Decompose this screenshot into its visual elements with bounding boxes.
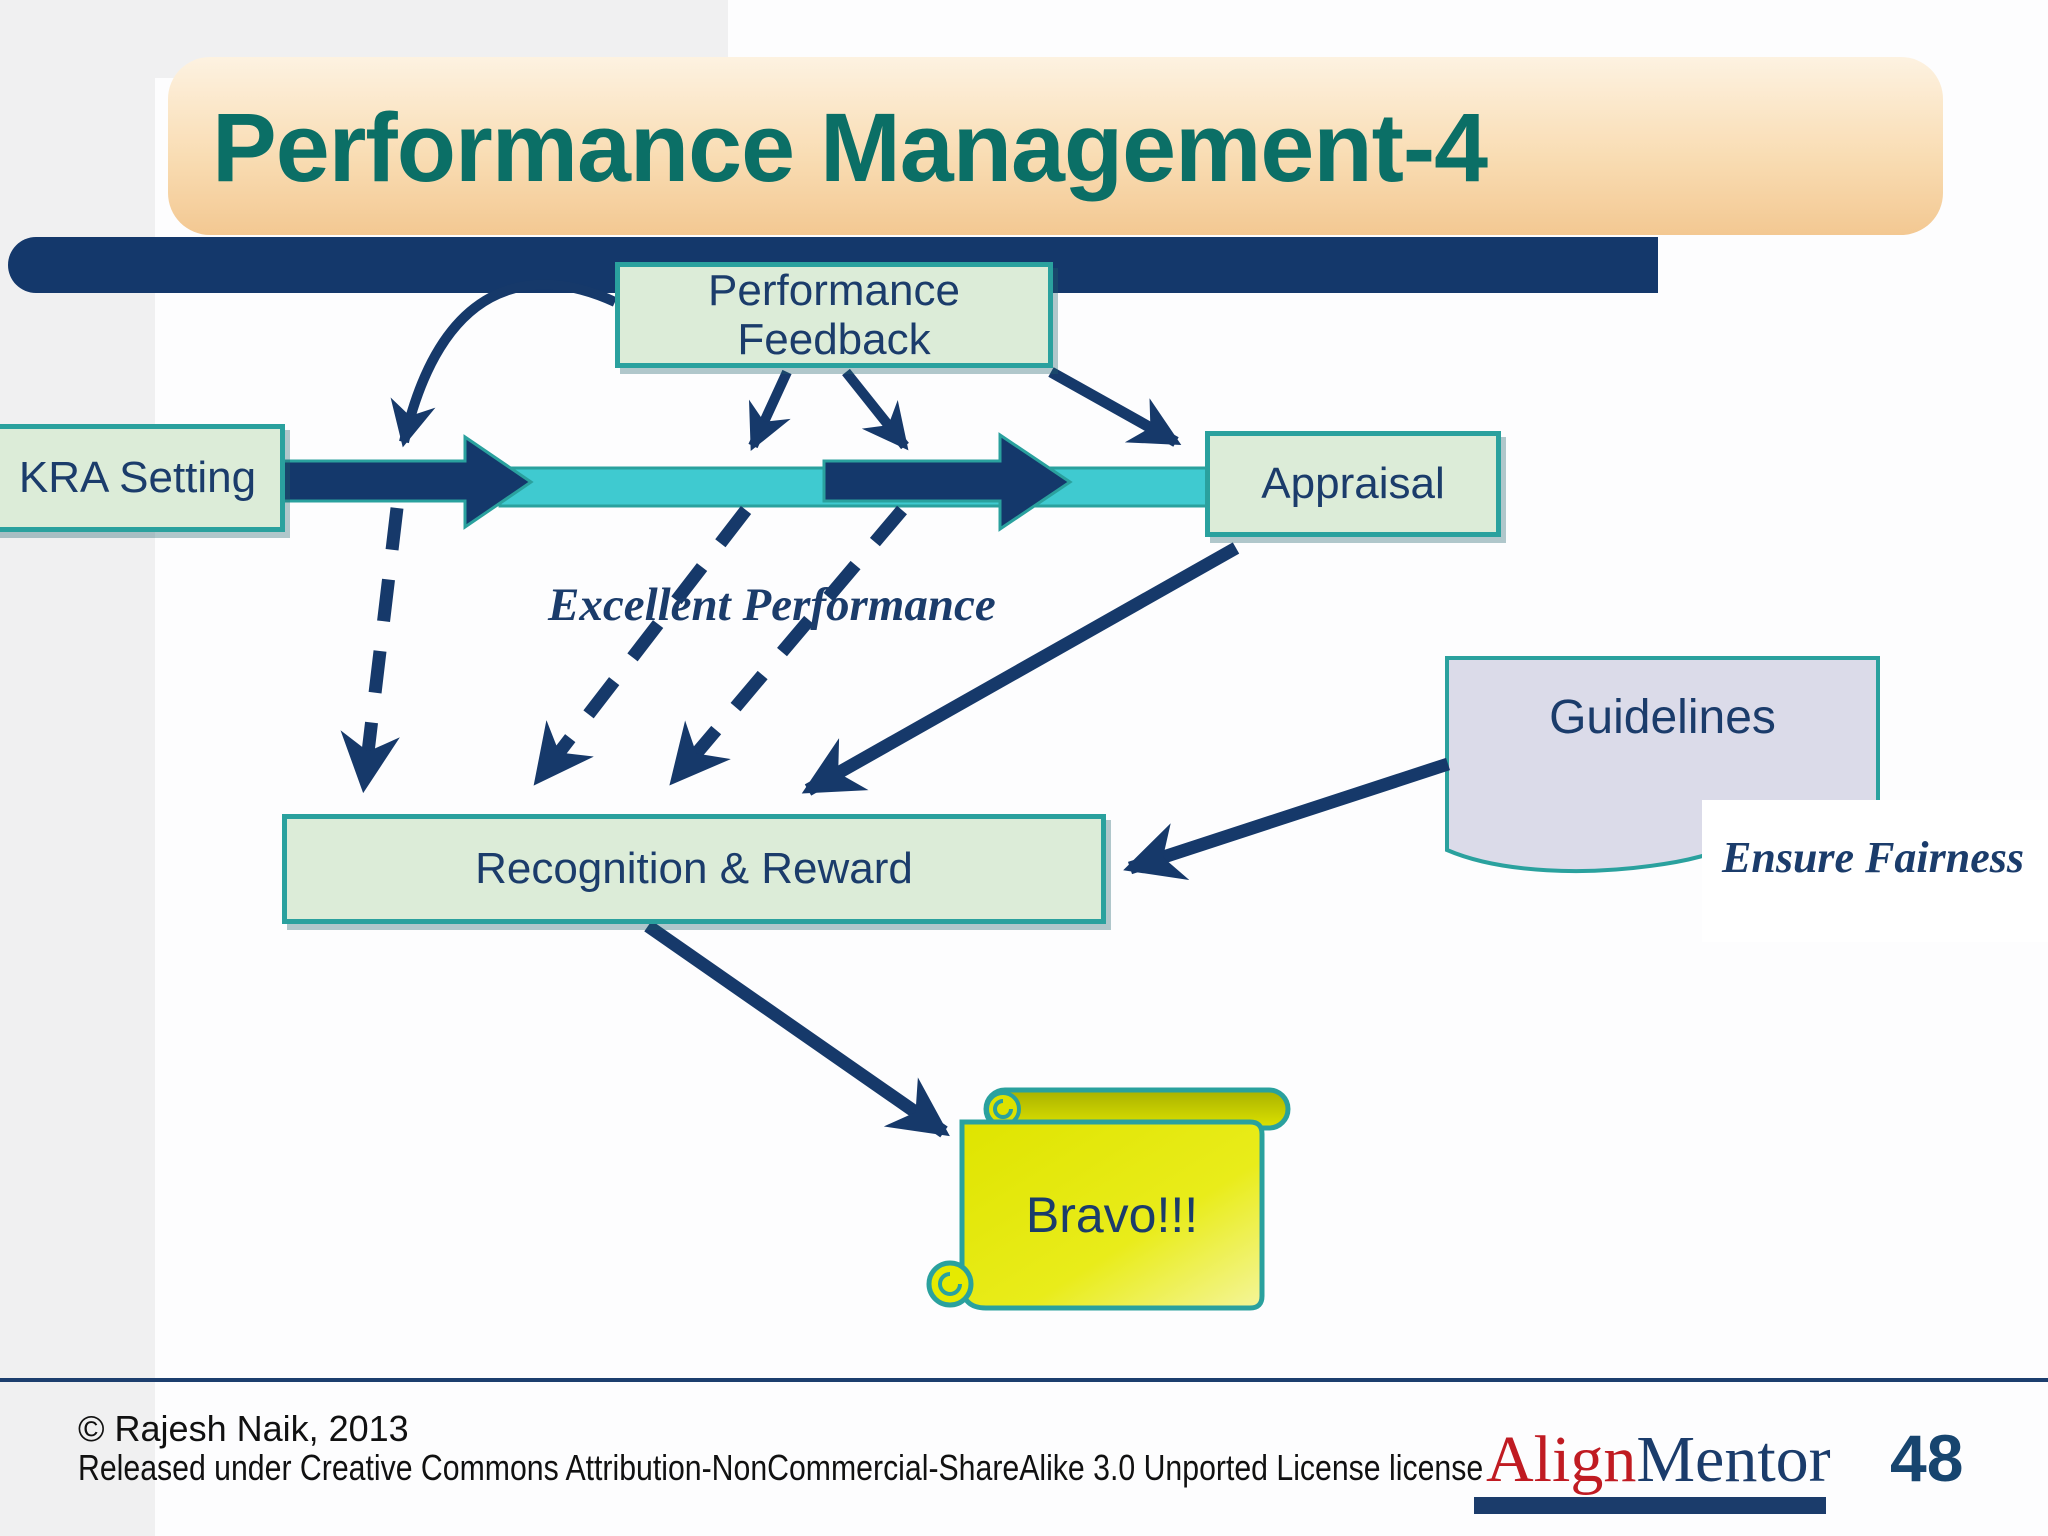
alignmentor-logo: AlignMentor bbox=[1486, 1422, 1831, 1498]
feedback-label-line2: Feedback bbox=[737, 315, 931, 364]
guidelines-text: Guidelines bbox=[1549, 690, 1776, 744]
bravo-label: Bravo!!! bbox=[978, 1180, 1246, 1250]
bravo-scroll-shape bbox=[926, 1087, 1291, 1311]
arrow-feedback-to-timeline-left bbox=[748, 369, 792, 452]
block-arrow-mid bbox=[822, 432, 1073, 532]
logo-underline-bar bbox=[1474, 1497, 1826, 1514]
arrow-feedback-to-timeline-right bbox=[842, 368, 909, 451]
fairness-backdrop bbox=[1702, 800, 2048, 942]
dashed-arrow-kra-to-recognition bbox=[340, 507, 404, 794]
recognition-label: Recognition & Reward bbox=[475, 844, 913, 894]
page-number: 48 bbox=[1890, 1421, 1964, 1495]
title-plaque bbox=[168, 57, 1943, 235]
dashed-arrow-excellent-left bbox=[532, 506, 752, 786]
bravo-text: Bravo!!! bbox=[1025, 1187, 1199, 1243]
performance-feedback-box: Performance Feedback bbox=[615, 262, 1053, 368]
guidelines-label: Guidelines bbox=[1447, 672, 1878, 762]
excellent-performance-annotation: Excellent Performance bbox=[548, 579, 996, 631]
arrow-appraisal-to-recognition bbox=[801, 542, 1240, 796]
logo-align-part: Align bbox=[1486, 1423, 1637, 1496]
arrow-guidelines-to-recognition bbox=[1123, 757, 1451, 881]
arrow-feedback-to-kra-curved bbox=[390, 279, 618, 448]
kra-setting-box: KRA Setting bbox=[0, 424, 285, 532]
appraisal-box: Appraisal bbox=[1205, 431, 1501, 537]
arrow-feedback-to-appraisal bbox=[1048, 367, 1182, 447]
footer-copyright: © Rajesh Naik, 2013 bbox=[78, 1408, 409, 1449]
appraisal-label: Appraisal bbox=[1261, 459, 1445, 509]
feedback-label-line1: Performance bbox=[708, 265, 960, 315]
ensure-fairness-annotation: Ensure Fairness bbox=[1722, 833, 2025, 882]
block-arrow-kra bbox=[281, 434, 534, 530]
footer-divider-line bbox=[0, 1378, 2048, 1382]
recognition-reward-box: Recognition & Reward bbox=[282, 814, 1106, 924]
page-title: Performance Management-4 bbox=[212, 93, 1488, 202]
arrow-recognition-to-bravo bbox=[644, 920, 950, 1138]
dashed-arrow-excellent-right bbox=[669, 505, 907, 786]
kra-label: KRA Setting bbox=[18, 453, 257, 503]
footer-license: Released under Creative Commons Attribut… bbox=[78, 1447, 1484, 1488]
logo-mentor-part: Mentor bbox=[1636, 1423, 1831, 1496]
